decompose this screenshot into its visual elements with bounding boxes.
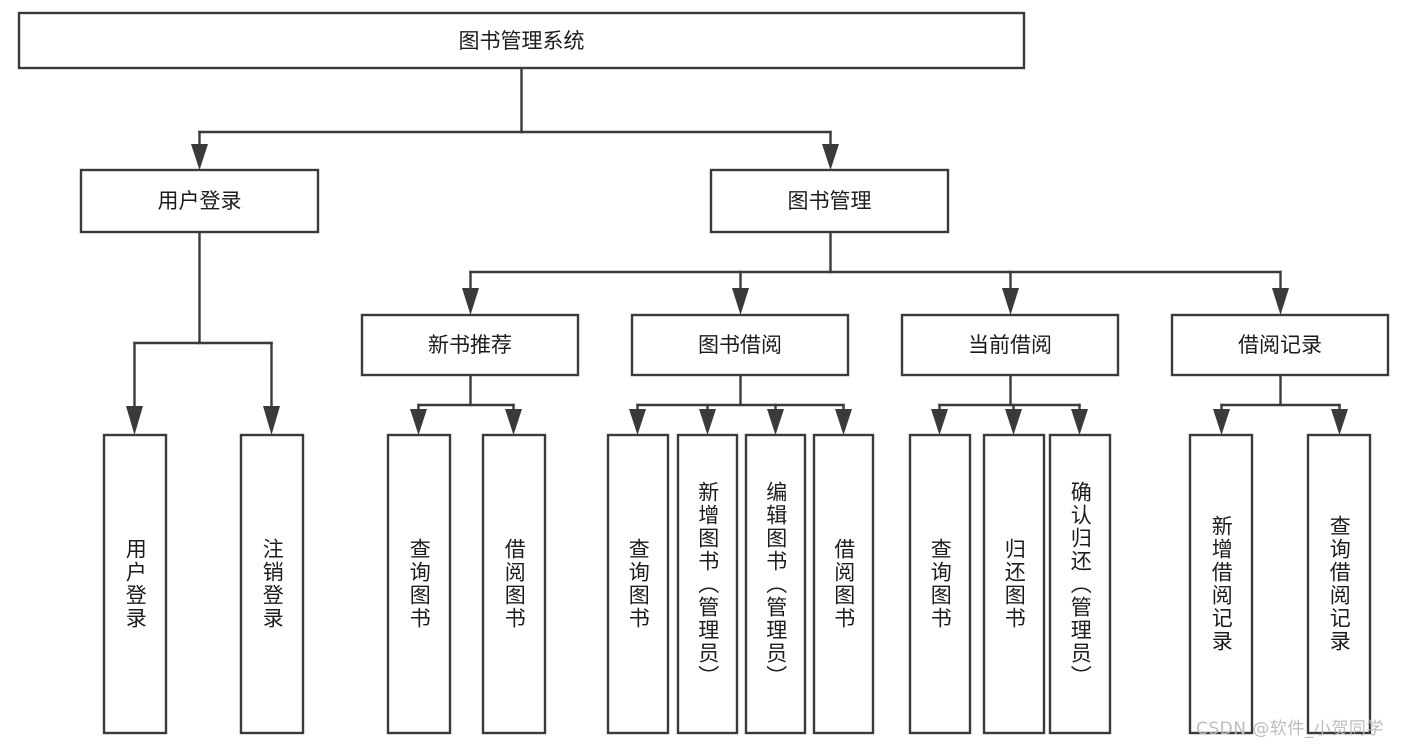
arrow-head-leaf-rec-add [1213, 409, 1230, 435]
connector-group-new-book-rec [410, 373, 522, 435]
arrow-head-leaf-borrow-query [629, 409, 646, 435]
node-leaf-user-login[interactable] [102, 433, 168, 735]
node-leaf-cur-confirm[interactable] [1048, 433, 1112, 735]
arrow-head-leaf-borrow-edit [767, 409, 784, 435]
node-leaf-borrow-add[interactable] [676, 433, 739, 735]
node-root[interactable] [17, 11, 1026, 70]
arrow-head-leaf-cur-return [1005, 409, 1022, 435]
arrow-head-new-book-rec [462, 288, 479, 315]
node-borrow-record[interactable] [1170, 313, 1390, 377]
node-leaf-rec-add[interactable] [1188, 433, 1254, 735]
node-user-login-label: 用户登录 [158, 189, 242, 213]
node-new-book-rec-label: 新书推荐 [428, 333, 512, 357]
connector-group-book-manage [462, 230, 1289, 315]
node-book-borrow-label: 图书借阅 [698, 333, 782, 357]
node-leaf-rec-query[interactable] [386, 433, 452, 735]
arrow-head-leaf-borrow-add [699, 409, 716, 435]
arrow-head-user-login [191, 144, 208, 170]
node-leaf-user-logout[interactable] [239, 433, 305, 735]
node-current-borrow[interactable] [900, 313, 1120, 377]
csdn-watermark: CSDN @软件_小贺同学 [1196, 719, 1384, 739]
node-user-login[interactable] [79, 168, 320, 234]
arrow-head-leaf-cur-query [931, 409, 948, 435]
node-borrow-record-label: 借阅记录 [1238, 333, 1322, 357]
arrow-head-book-manage [822, 144, 839, 170]
arrow-head-leaf-rec-query [410, 409, 427, 435]
arrow-head-leaf-rec-borrow [505, 409, 522, 435]
node-leaf-cur-return[interactable] [982, 433, 1046, 735]
node-leaf-borrow-edit[interactable] [744, 433, 807, 735]
connector-group-book-borrow [629, 373, 852, 435]
node-book-borrow[interactable] [630, 313, 850, 377]
arrow-head-leaf-borrow-lend [835, 409, 852, 435]
connector-group-current-borrow [931, 373, 1088, 435]
node-leaf-cur-query[interactable] [908, 433, 972, 735]
node-leaf-borrow-query[interactable] [606, 433, 670, 735]
node-new-book-rec[interactable] [360, 313, 580, 377]
node-root-label: 图书管理系统 [459, 29, 585, 53]
node-current-borrow-label: 当前借阅 [968, 333, 1052, 357]
connector-group-root [191, 66, 839, 170]
arrow-head-leaf-user-logout [263, 406, 280, 435]
node-leaf-rec-query2[interactable] [1306, 433, 1372, 735]
node-book-manage[interactable] [709, 168, 950, 234]
connector-group-borrow-record [1213, 373, 1348, 435]
arrow-head-book-borrow [732, 288, 749, 315]
connector-group-user-login [126, 230, 280, 435]
node-leaf-rec-borrow[interactable] [481, 433, 547, 735]
arrow-head-current-borrow [1002, 288, 1019, 315]
node-leaf-borrow-lend[interactable] [812, 433, 875, 735]
node-book-manage-label: 图书管理 [788, 189, 872, 213]
arrow-head-leaf-cur-confirm [1071, 409, 1088, 435]
arrow-head-leaf-user-login [126, 406, 143, 435]
arrow-head-borrow-record [1272, 288, 1289, 315]
arrow-head-leaf-rec-query2 [1331, 409, 1348, 435]
